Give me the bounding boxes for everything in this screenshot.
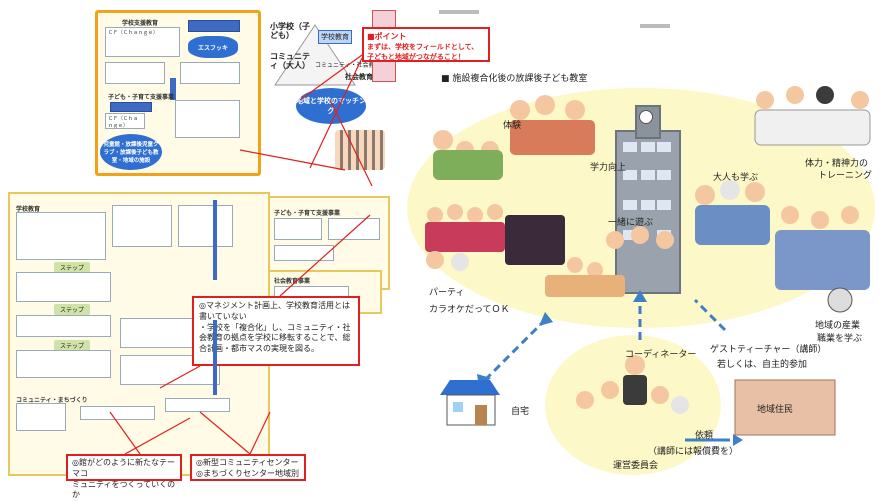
connector-lines <box>109 54 373 455</box>
cloud-left: 児童館・放課後児童クラブ・放課後子ども教室・地域の施設 <box>100 134 162 170</box>
bubble-esufukki-text: エスフッキ <box>197 44 228 52</box>
section2-small-blue <box>110 102 152 112</box>
label-coordinator: コーディネーター <box>625 350 697 360</box>
label-party: パーティ <box>429 288 465 298</box>
section2-box-right <box>175 100 240 138</box>
tiny-header-2 <box>640 24 670 28</box>
label-taiken: 体験 <box>503 121 522 131</box>
sec-d-box2 <box>80 406 155 420</box>
crowd-illustration <box>335 130 385 170</box>
label-shaerei: （講師には報償費を） <box>648 447 739 457</box>
sec-b-title: 子ども・子育て支援事業 <box>274 210 341 217</box>
sec-a-box3 <box>178 205 233 247</box>
step-pill-1: ステップ <box>54 262 91 273</box>
label-irai: 依頼 <box>695 431 714 441</box>
school-edu-label: 学校教育 <box>318 30 352 44</box>
sec-a-title: 学校教育 <box>16 206 41 213</box>
section2-box: ＣＦ（Ｃｈａｎｇｅ） <box>105 113 145 129</box>
note-bottom-right-line1: ◎新型コミュニティセンター <box>196 458 299 467</box>
label-issho: 一緒に遊ぶ <box>608 218 654 228</box>
right-title: ■ 施設複合化後の放課後子ども教室 <box>441 74 588 84</box>
section2-box-label: ＣＦ（Ｃｈａｎｇｅ） <box>108 116 139 129</box>
note-mid-line1: ◎マネジメント計画上、学校教育活用とは書いていない <box>199 301 350 321</box>
step-pill-2: ステップ <box>54 304 91 315</box>
sec-d-box <box>16 403 66 431</box>
section1-box-label: ＣＦ（Ｃｈａｎｇｅ） <box>108 30 159 36</box>
label-jishu: 若しくは、自主的参加 <box>717 360 808 370</box>
triangle-graphic <box>270 20 360 90</box>
tiny-header <box>439 10 479 14</box>
people-clusters <box>425 86 871 446</box>
sec-a-box5 <box>16 315 111 337</box>
sec-d-box3 <box>165 398 230 412</box>
bubble-esufukki: エスフッキ <box>188 36 238 58</box>
cloud-left-text: 児童館・放課後児童クラブ・放課後子ども教室・地域の施設 <box>103 142 159 164</box>
note-bottom-right-line2: ◎まちづくりセンター地域別 <box>196 468 299 478</box>
sec-b-box3 <box>274 245 334 261</box>
clock-icon <box>639 110 653 124</box>
section1-box2 <box>105 62 165 84</box>
section1-title: 学校支援教育 <box>122 20 159 27</box>
community-label: コミュニティ（大人） <box>270 52 310 71</box>
sec-a-box2 <box>112 205 172 247</box>
section1-box: ＣＦ（Ｃｈａｎｇｅ） <box>105 27 180 57</box>
section1-box3 <box>180 62 240 84</box>
sec-a-box <box>16 212 106 260</box>
note-bottom-left-line1: ◎館がどのように新たなテーマコ <box>72 458 175 478</box>
step-pill-3: ステップ <box>54 340 91 351</box>
label-chiiki-jumin: 地域住民 <box>757 405 794 415</box>
blue-header-box <box>188 20 240 32</box>
note-mid-line2: ・学校を「複合化」し、コミュニティ・社会教育の拠点を学校に移転することで、総合計… <box>199 322 351 354</box>
sec-d-title: コミュニティ・まちづくり <box>16 397 88 404</box>
label-otona: 大人も学ぶ <box>713 173 759 183</box>
label-shokugyo: 職業を学ぶ <box>817 334 863 344</box>
label-karaoke: カラオケだってＯＫ <box>429 305 510 315</box>
label-tairyoku: 体力・精神力の <box>805 159 869 169</box>
note-mid: ◎マネジメント計画上、学校教育活用とは書いていない ・学校を「複合化」し、コミュ… <box>192 296 360 366</box>
note-bottom-right: ◎新型コミュニティセンター ◎まちづくりセンター地域別 <box>190 454 306 481</box>
label-training: トレーニング <box>818 171 873 181</box>
sec-c-title: 社会教育事業 <box>274 278 311 285</box>
left-diagram: 学校支援教育 ＣＦ（Ｃｈａｎｇｅ） エスフッキ 子ども・子育て支援事業 ＣＦ（Ｃ… <box>0 0 490 499</box>
sec-b-box1 <box>274 218 322 240</box>
label-chiiki-sangyo: 地域の産業 <box>815 321 861 331</box>
triangle-svg <box>274 24 356 86</box>
point-title: ■ポイント <box>367 32 407 41</box>
label-unei: 運営委員会 <box>613 461 659 471</box>
school-building <box>615 130 681 294</box>
social-edu-label: 社会教育 <box>345 73 373 81</box>
label-guest: ゲストティーチャー（講師） <box>710 345 827 355</box>
point-line2: 子どもと地域がつながること！ <box>367 53 465 61</box>
point-line1: まずは、学校をフィールドとして、 <box>367 43 479 51</box>
right-illustration: ■ 施設複合化後の放課後子ども教室 <box>395 0 885 486</box>
section2-title: 子ども・子育て支援事業 <box>108 94 175 101</box>
sec-a-box6 <box>16 350 111 378</box>
blue-divider-arrow <box>170 78 176 100</box>
label-gakuryoku: 学力向上 <box>590 163 627 173</box>
point-box: ■ポイント まずは、学校をフィールドとして、 子どもと地域がつながること！ <box>362 27 490 62</box>
school-label: 小学校（子ども） <box>270 22 310 41</box>
sec-a-box4 <box>16 272 111 302</box>
label-home: 自宅 <box>511 407 530 417</box>
